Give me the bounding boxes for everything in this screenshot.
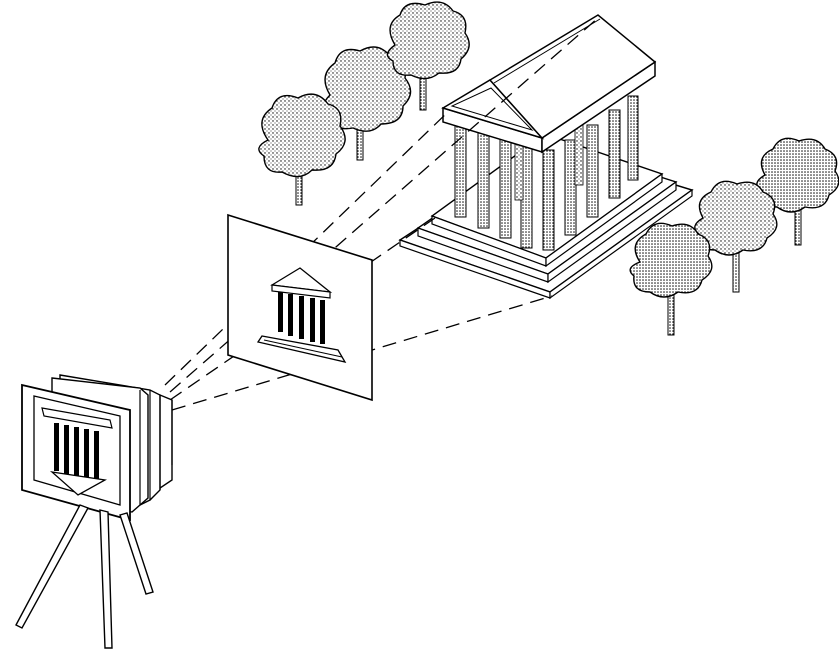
temple-columns — [454, 95, 639, 251]
bellows-camera-icon — [21, 374, 173, 522]
tree-icon — [386, 1, 470, 111]
trees-right-group — [629, 137, 839, 336]
greek-temple-icon — [398, 14, 694, 300]
trees-left-group — [258, 1, 470, 206]
temple-roof — [441, 14, 657, 154]
projected-temple-icon — [256, 267, 347, 363]
tripod-icon — [15, 504, 154, 649]
tree-icon — [629, 222, 713, 336]
tree-icon — [258, 93, 346, 206]
camera-image-temple-icon — [41, 407, 113, 496]
image-plane-screen — [227, 213, 373, 402]
